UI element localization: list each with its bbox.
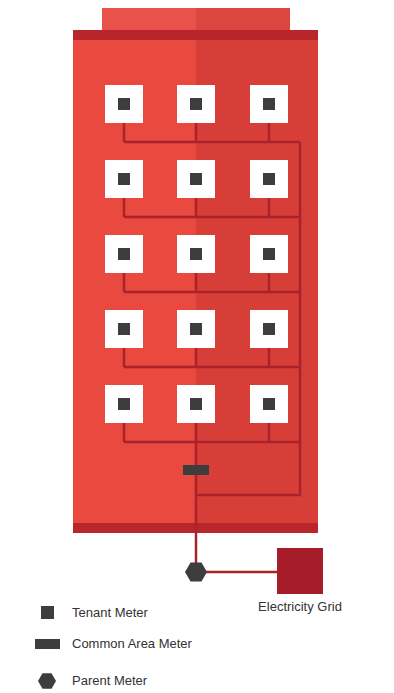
tenant-meter: [190, 98, 202, 110]
tenant-meter: [118, 398, 130, 410]
bus-wire: [124, 366, 300, 369]
legend-swatch: [38, 673, 56, 689]
window: [177, 160, 215, 198]
roof-band: [73, 30, 318, 40]
window: [177, 385, 215, 423]
tenant-meter: [263, 98, 275, 110]
window: [105, 385, 143, 423]
bus-wire: [124, 141, 300, 144]
window: [250, 385, 288, 423]
tenant-meter: [263, 248, 275, 260]
tenant-meter: [190, 173, 202, 185]
window: [105, 235, 143, 273]
roof-cap: [196, 8, 290, 32]
tenant-meter: [263, 323, 275, 335]
bus-wire: [124, 216, 300, 219]
grid-square: [277, 548, 323, 594]
legend-label: Parent Meter: [72, 673, 147, 689]
legend-swatch: [41, 606, 54, 619]
wiring: [124, 107, 300, 572]
bus-wire: [124, 441, 300, 444]
window: [105, 160, 143, 198]
legend-marks: [35, 606, 60, 689]
parent-meter: [185, 563, 207, 582]
windows: [105, 85, 288, 423]
tenant-meter: [263, 398, 275, 410]
window: [177, 310, 215, 348]
legend-label: Tenant Meter: [72, 605, 148, 621]
window: [250, 310, 288, 348]
roof-cap: [102, 8, 196, 32]
node-label: Electricity Grid: [258, 599, 342, 615]
window: [105, 85, 143, 123]
window: [250, 160, 288, 198]
tenant-meter: [118, 98, 130, 110]
tenant-meter: [190, 248, 202, 260]
tenant-meter: [263, 173, 275, 185]
tenant-meter: [190, 398, 202, 410]
legend-label: Common Area Meter: [72, 636, 192, 652]
window: [250, 235, 288, 273]
tenant-meter: [190, 323, 202, 335]
grid-node: Electricity Grid: [258, 599, 342, 615]
service-wire: [196, 470, 277, 572]
window: [177, 85, 215, 123]
common-area-meter: [183, 465, 209, 475]
window: [177, 235, 215, 273]
tenant-meter: [118, 248, 130, 260]
window: [250, 85, 288, 123]
bus-wire: [124, 291, 300, 294]
window: [105, 310, 143, 348]
tenant-meter: [118, 173, 130, 185]
legend-swatch: [35, 639, 60, 649]
tenant-meter: [118, 323, 130, 335]
